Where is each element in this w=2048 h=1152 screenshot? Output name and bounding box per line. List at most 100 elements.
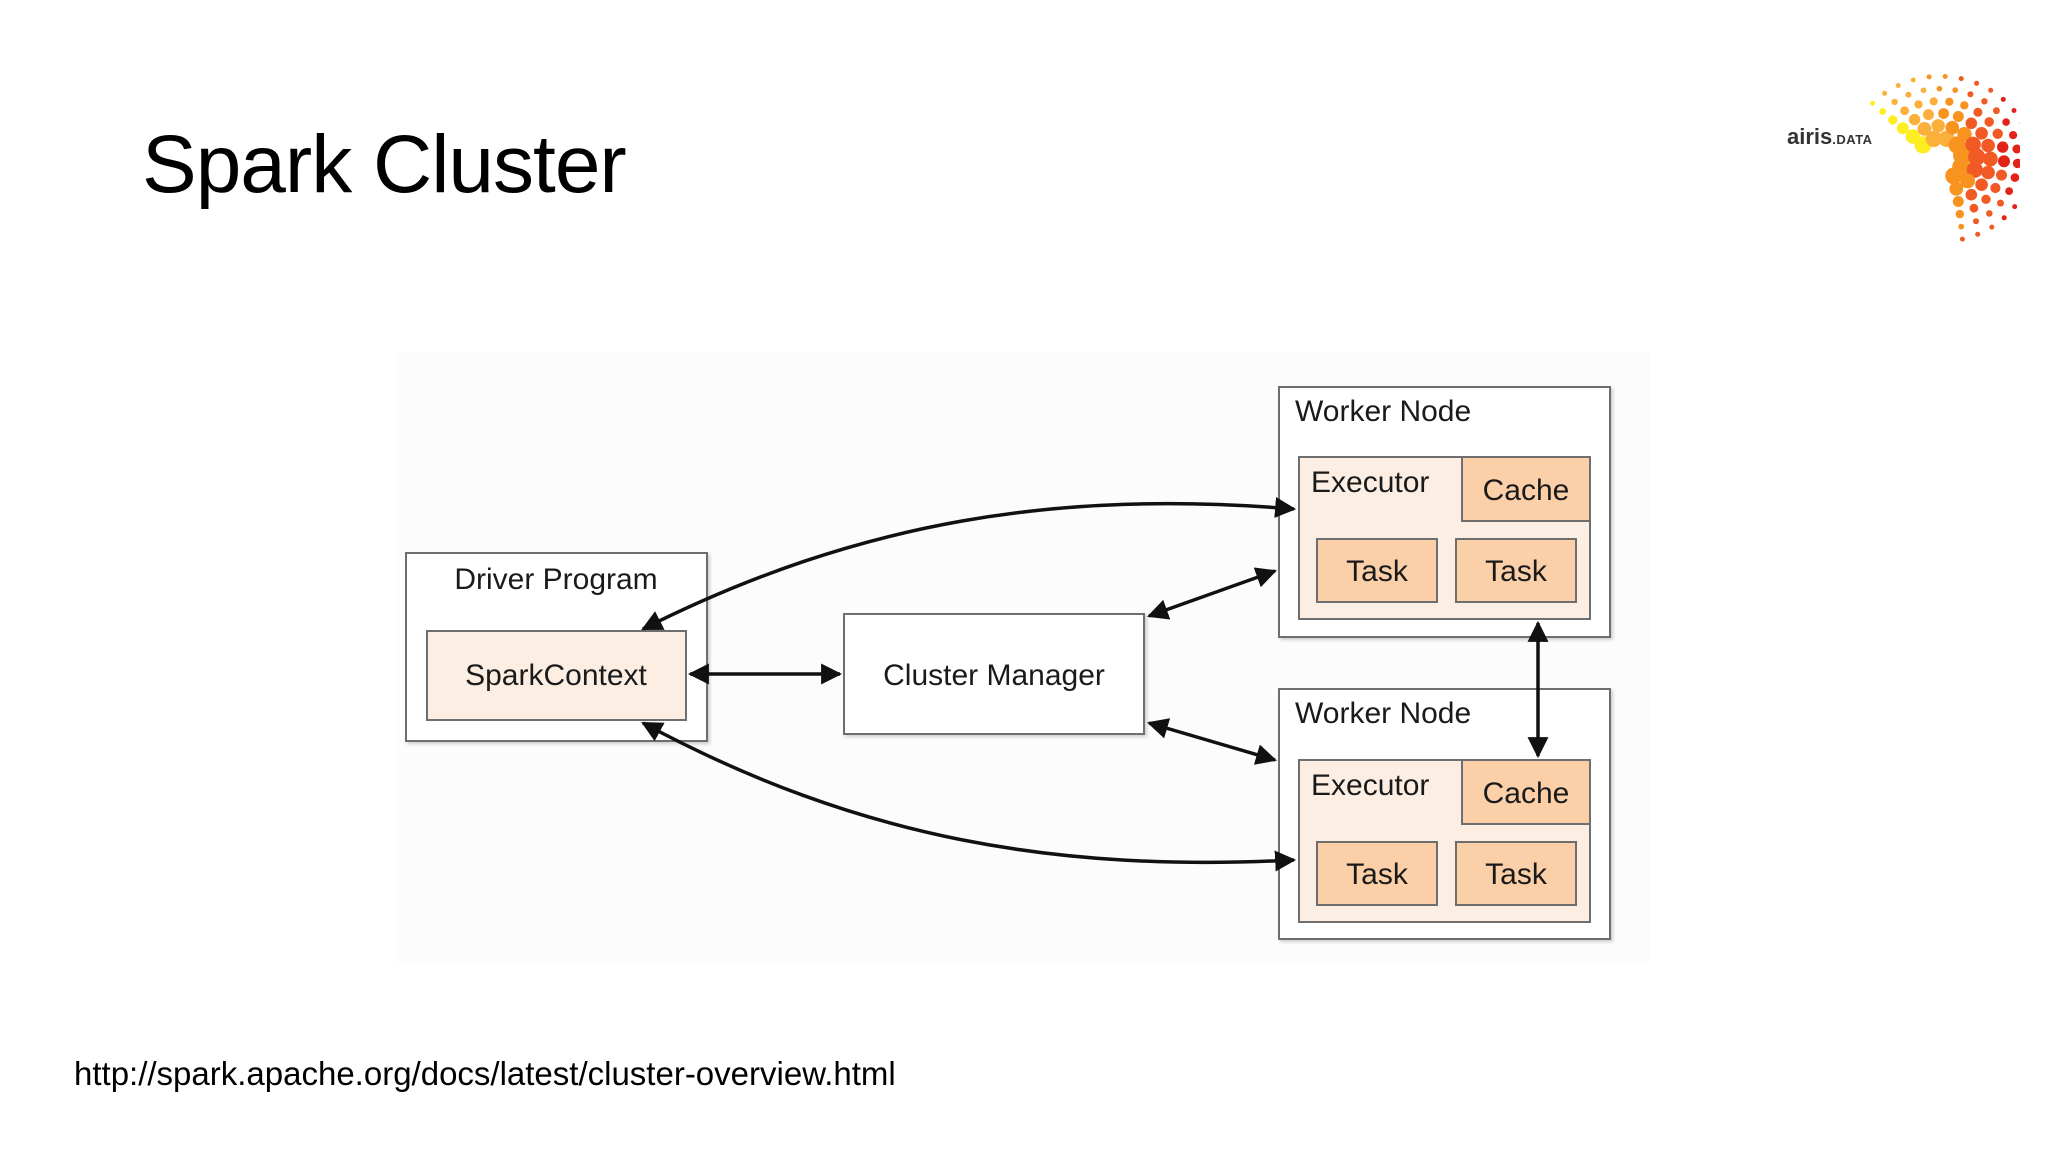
logo-dot xyxy=(1882,90,1888,96)
logo-dot xyxy=(1920,87,1927,94)
cache-box: Cache xyxy=(1461,759,1591,825)
task-box: Task xyxy=(1455,841,1577,906)
logo-suffix: .DATA xyxy=(1832,132,1873,147)
cache-label: Cache xyxy=(1483,474,1570,507)
edge-manager-worker1 xyxy=(1147,567,1277,620)
logo-dot xyxy=(1981,194,1991,204)
driver-program-node: Driver Program SparkContext xyxy=(405,552,708,742)
spark-context-box: SparkContext xyxy=(426,630,687,721)
logo-dot xyxy=(1879,108,1887,115)
logo-dot xyxy=(1942,74,1948,79)
logo-dot xyxy=(1949,181,1964,196)
logo-dot xyxy=(1952,111,1964,122)
logo-dot xyxy=(1960,173,1975,189)
logo-dot xyxy=(1989,224,1995,230)
logo-dot xyxy=(1945,167,1962,185)
logo-dot xyxy=(1958,223,1965,230)
logo-dot xyxy=(1973,218,1979,225)
logo-dot xyxy=(2010,173,2020,182)
task-label: Task xyxy=(1485,555,1548,588)
executor-box: Executor Cache Task Task xyxy=(1298,759,1591,923)
worker-node-label: Worker Node xyxy=(1295,395,1471,428)
logo-dot xyxy=(1929,97,1938,106)
logo-dot xyxy=(1968,148,1986,166)
logo-dot xyxy=(1990,182,2001,194)
source-url: http://spark.apache.org/docs/latest/clus… xyxy=(74,1055,896,1092)
logo-dot xyxy=(2001,215,2007,221)
executor-box: Executor Cache Task Task xyxy=(1298,456,1591,620)
logo-dot xyxy=(1945,120,1960,135)
logo-dot xyxy=(1965,136,1981,153)
logo-dot xyxy=(2009,131,2018,140)
worker-node: Worker Node Executor Cache Task Task xyxy=(1278,386,1611,638)
logo-dot xyxy=(1997,199,2004,207)
logo-dot xyxy=(1981,165,1995,180)
logo-dot xyxy=(1923,109,1934,121)
cluster-manager-node: Cluster Manager xyxy=(843,613,1145,735)
logo-dot xyxy=(2000,96,2006,102)
logo-dot xyxy=(2011,108,2017,113)
logo-dot xyxy=(1998,155,2010,168)
logo-dot xyxy=(1993,107,2000,115)
executor-label: Executor xyxy=(1311,769,1429,802)
executor-label: Executor xyxy=(1311,466,1429,499)
logo-dot xyxy=(1931,119,1945,133)
task-label: Task xyxy=(1346,858,1409,891)
logo-dot xyxy=(1952,196,1964,207)
logo-dot xyxy=(1975,178,1988,191)
driver-program-label: Driver Program xyxy=(454,563,657,596)
airis-data-logo xyxy=(1870,74,2020,242)
logo-dot xyxy=(1974,80,1980,86)
logo-name: airis xyxy=(1787,124,1833,149)
cache-box: Cache xyxy=(1461,456,1591,522)
logo-dot xyxy=(2002,118,2010,126)
logo-dot xyxy=(1988,87,1994,93)
task-label: Task xyxy=(1485,858,1548,891)
logo-dot xyxy=(2012,144,2020,154)
logo-dot xyxy=(1905,91,1912,98)
task-box: Task xyxy=(1316,538,1438,603)
edge-driver-to-worker1 xyxy=(641,497,1297,631)
logo-dot xyxy=(1973,107,1983,117)
edge-driver-to-worker2 xyxy=(641,721,1297,872)
logo-dot xyxy=(1925,130,1942,147)
logo-dot xyxy=(1983,151,1998,167)
logo-dot xyxy=(1891,98,1898,106)
logo-dot xyxy=(1997,141,2009,153)
logo-dot xyxy=(2005,187,2013,195)
cluster-manager-label: Cluster Manager xyxy=(883,659,1105,692)
logo-dot xyxy=(1910,77,1916,83)
logo-dot xyxy=(1975,231,1981,237)
logo-dot xyxy=(1895,83,1901,88)
worker-node-label: Worker Node xyxy=(1295,697,1471,730)
logo-dot xyxy=(1986,210,1993,217)
logo-dot xyxy=(1967,91,1974,98)
logo-dot xyxy=(1969,203,1979,213)
logo-dot xyxy=(1870,100,1876,106)
cache-label: Cache xyxy=(1483,777,1570,810)
logo-dot xyxy=(1984,117,1994,127)
logo-dot xyxy=(1900,106,1909,116)
logo-dot xyxy=(1966,161,1983,178)
logo-dot xyxy=(1965,188,1978,201)
logo-dot xyxy=(1981,138,1995,153)
logo-dot xyxy=(1896,122,1909,135)
logo-dot xyxy=(1938,108,1949,119)
logo-dot xyxy=(1945,97,1954,106)
task-box: Task xyxy=(1316,841,1438,906)
worker-node: Worker Node Executor Cache Task Task xyxy=(1278,688,1611,940)
slide-title: Spark Cluster xyxy=(142,119,627,210)
logo-dot xyxy=(1908,113,1921,126)
logo-dot xyxy=(1975,127,1988,140)
edge-manager-worker2 xyxy=(1146,718,1278,765)
logo-dot xyxy=(1914,100,1923,109)
logo-dot xyxy=(1996,169,2007,181)
logo-dot xyxy=(1965,117,1978,130)
logo-dot xyxy=(2012,204,2018,210)
logo-dot xyxy=(1958,76,1964,82)
logo-dot xyxy=(1936,85,1943,92)
logo-dot xyxy=(2012,158,2020,169)
logo-dot xyxy=(1926,74,1932,80)
logo-dot xyxy=(1955,209,1964,219)
